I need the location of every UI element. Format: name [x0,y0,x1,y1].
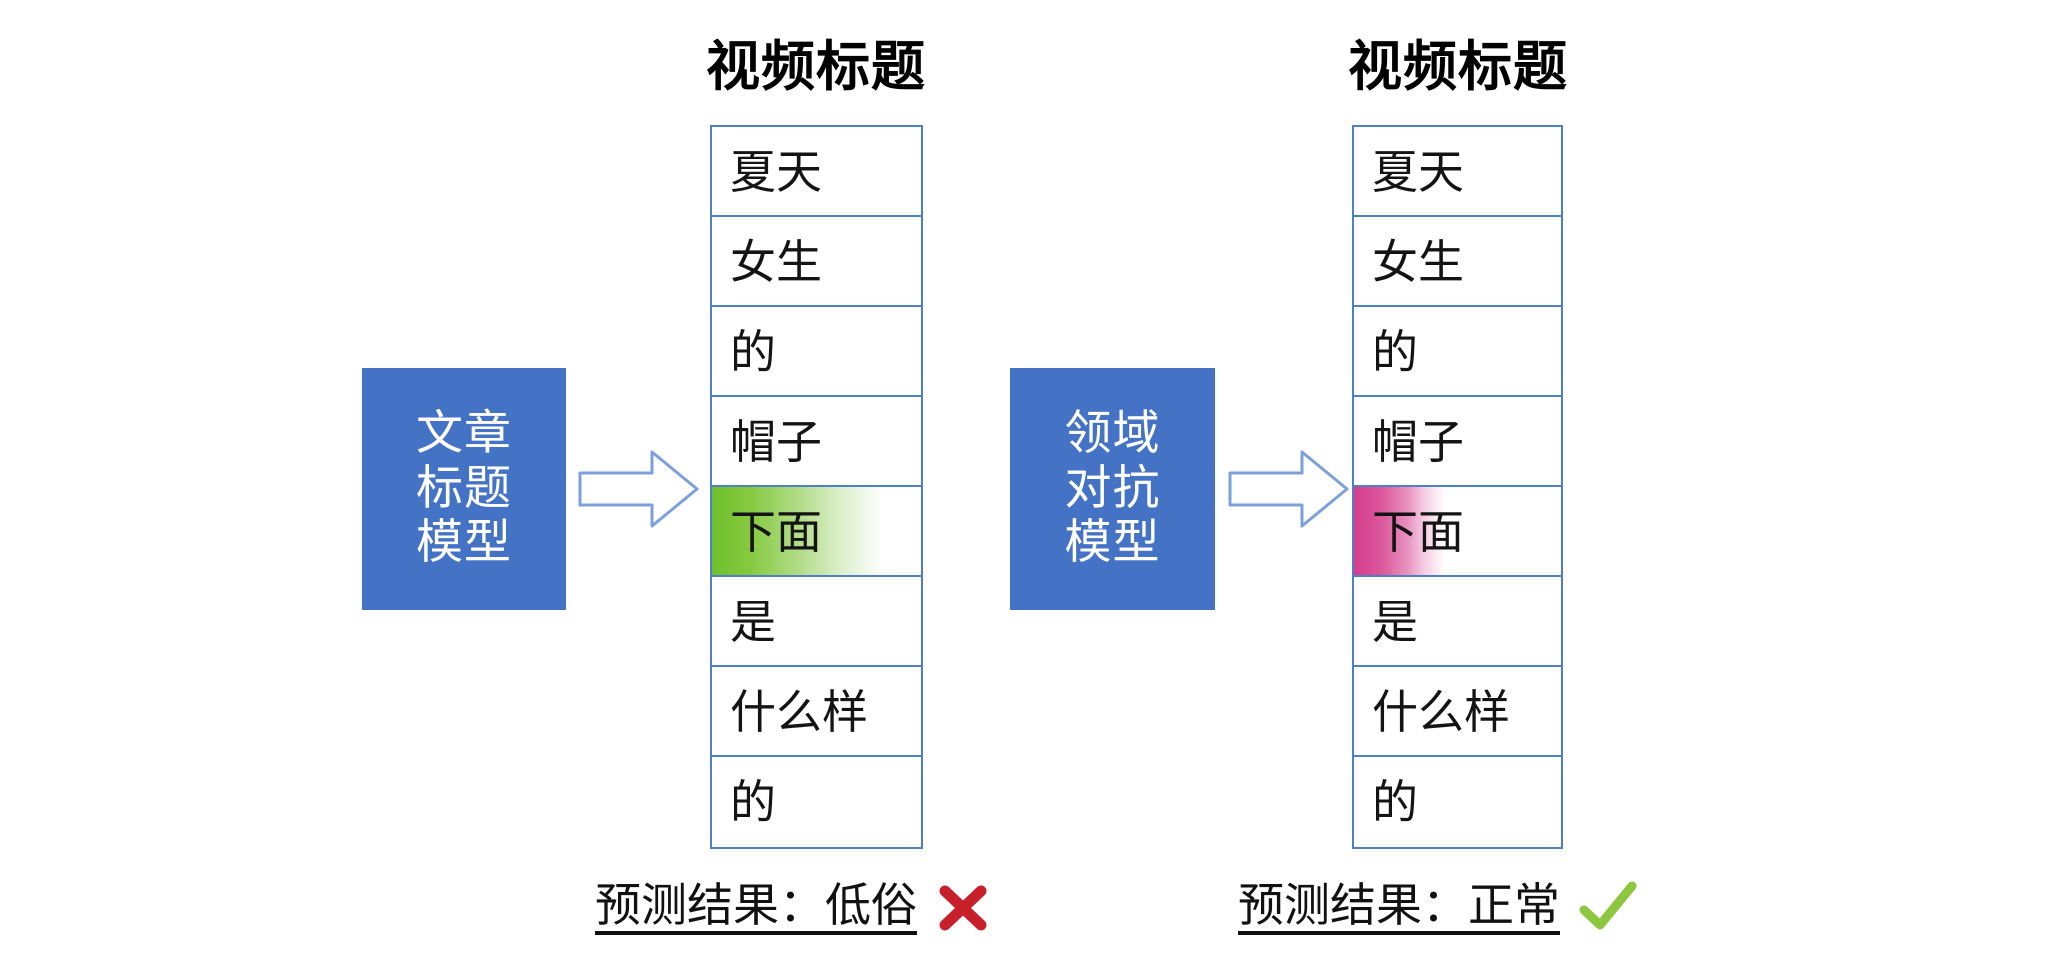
token-cell: 帽子 [712,397,921,487]
token-cell: 的 [1354,307,1561,397]
token-label: 什么样 [730,685,868,739]
pink-highlight-background [1354,487,1561,575]
token-cell-highlighted-green: 下面 [712,487,921,577]
token-cell: 女生 [1354,217,1561,307]
token-label: 的 [1372,325,1418,379]
token-cell: 什么样 [1354,667,1561,757]
model-label-line: 模型 [1064,515,1161,571]
token-cell: 帽子 [1354,397,1561,487]
right-block-arrow-icon [1228,450,1349,528]
token-cell: 的 [1354,757,1561,847]
token-label: 是 [1372,595,1418,649]
token-cell: 是 [1354,577,1561,667]
token-cell: 的 [712,307,921,397]
token-label: 女生 [730,235,822,289]
model-label-line: 标题 [416,460,512,516]
token-cell: 夏天 [712,127,921,217]
token-label: 下面 [730,505,822,559]
token-cell: 夏天 [1354,127,1561,217]
token-label: 下面 [1372,505,1464,559]
token-column-left: 夏天 女生 的 帽子 下面 是 什么样 的 [710,125,923,849]
token-column-right: 夏天 女生 的 帽子 下面 是 什么样 的 [1352,125,1563,849]
token-label: 的 [730,775,776,829]
token-label: 女生 [1372,235,1464,289]
model-label-line: 文章 [416,406,512,462]
prediction-label: 预测结果：低俗 [595,881,917,936]
token-cell: 是 [712,577,921,667]
token-label: 是 [730,595,776,649]
token-label: 夏天 [1372,145,1464,199]
check-mark-icon [1578,880,1638,936]
cross-mark-icon [935,880,991,936]
token-cell: 女生 [712,217,921,307]
model-label-line: 对抗 [1064,460,1161,516]
token-cell-highlighted-pink: 下面 [1354,487,1561,577]
green-highlight-background [712,487,921,575]
token-label: 的 [1372,775,1418,829]
prediction-left: 预测结果：低俗 [595,880,991,936]
right-block-arrow-icon [578,450,699,528]
column-title-left: 视频标题 [706,35,926,98]
token-label: 的 [730,325,776,379]
token-label: 帽子 [730,415,822,469]
model-box-domain-adversarial[interactable]: 领域 对抗 模型 [1010,368,1215,610]
model-label-line: 模型 [416,515,512,571]
token-cell: 的 [712,757,921,847]
token-label: 帽子 [1372,415,1464,469]
token-label: 什么样 [1372,685,1510,739]
column-title-right: 视频标题 [1348,35,1568,98]
model-label-line: 领域 [1064,406,1161,462]
token-cell: 什么样 [712,667,921,757]
model-box-article-title[interactable]: 文章 标题 模型 [362,368,566,610]
token-label: 夏天 [730,145,822,199]
prediction-label: 预测结果：正常 [1238,881,1560,936]
prediction-right: 预测结果：正常 [1238,880,1638,936]
